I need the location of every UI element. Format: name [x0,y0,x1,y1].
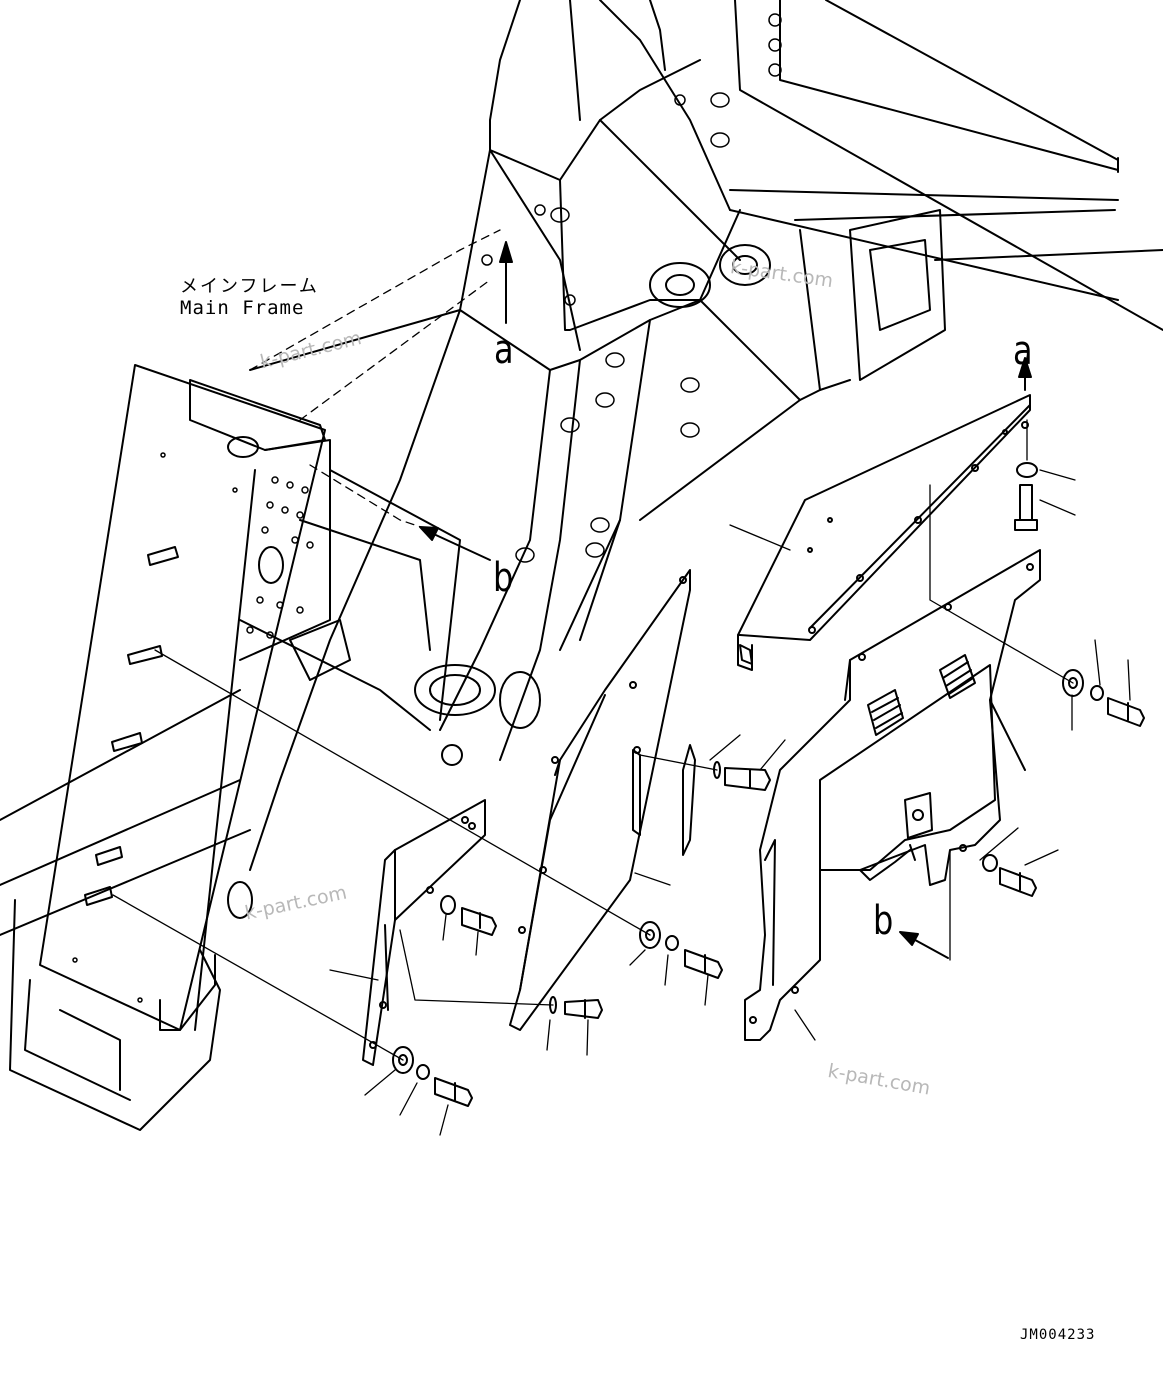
callout-b-main: b [493,555,514,601]
side-panel-tall [39,364,331,1031]
main-frame-label-en: Main Frame [180,297,305,319]
main-frame-drawing [0,0,1163,1131]
arrow-a-part [1018,357,1032,391]
center-plate [509,569,696,1031]
fasteners [392,462,1145,1107]
figure-code: JM004233 [1020,1327,1096,1343]
callout-b-part: b [873,898,894,944]
arrow-a-main [499,241,513,324]
small-plate-left [362,799,486,1066]
large-panel-right [744,549,1041,1041]
callout-a-main: a [494,327,514,373]
arrow-b-part [899,931,949,959]
upper-bracket [737,394,1031,671]
arrow-b-main [419,526,491,561]
callout-a-part: a [1013,328,1033,374]
main-frame-label-jp: メインフレーム [180,276,319,297]
